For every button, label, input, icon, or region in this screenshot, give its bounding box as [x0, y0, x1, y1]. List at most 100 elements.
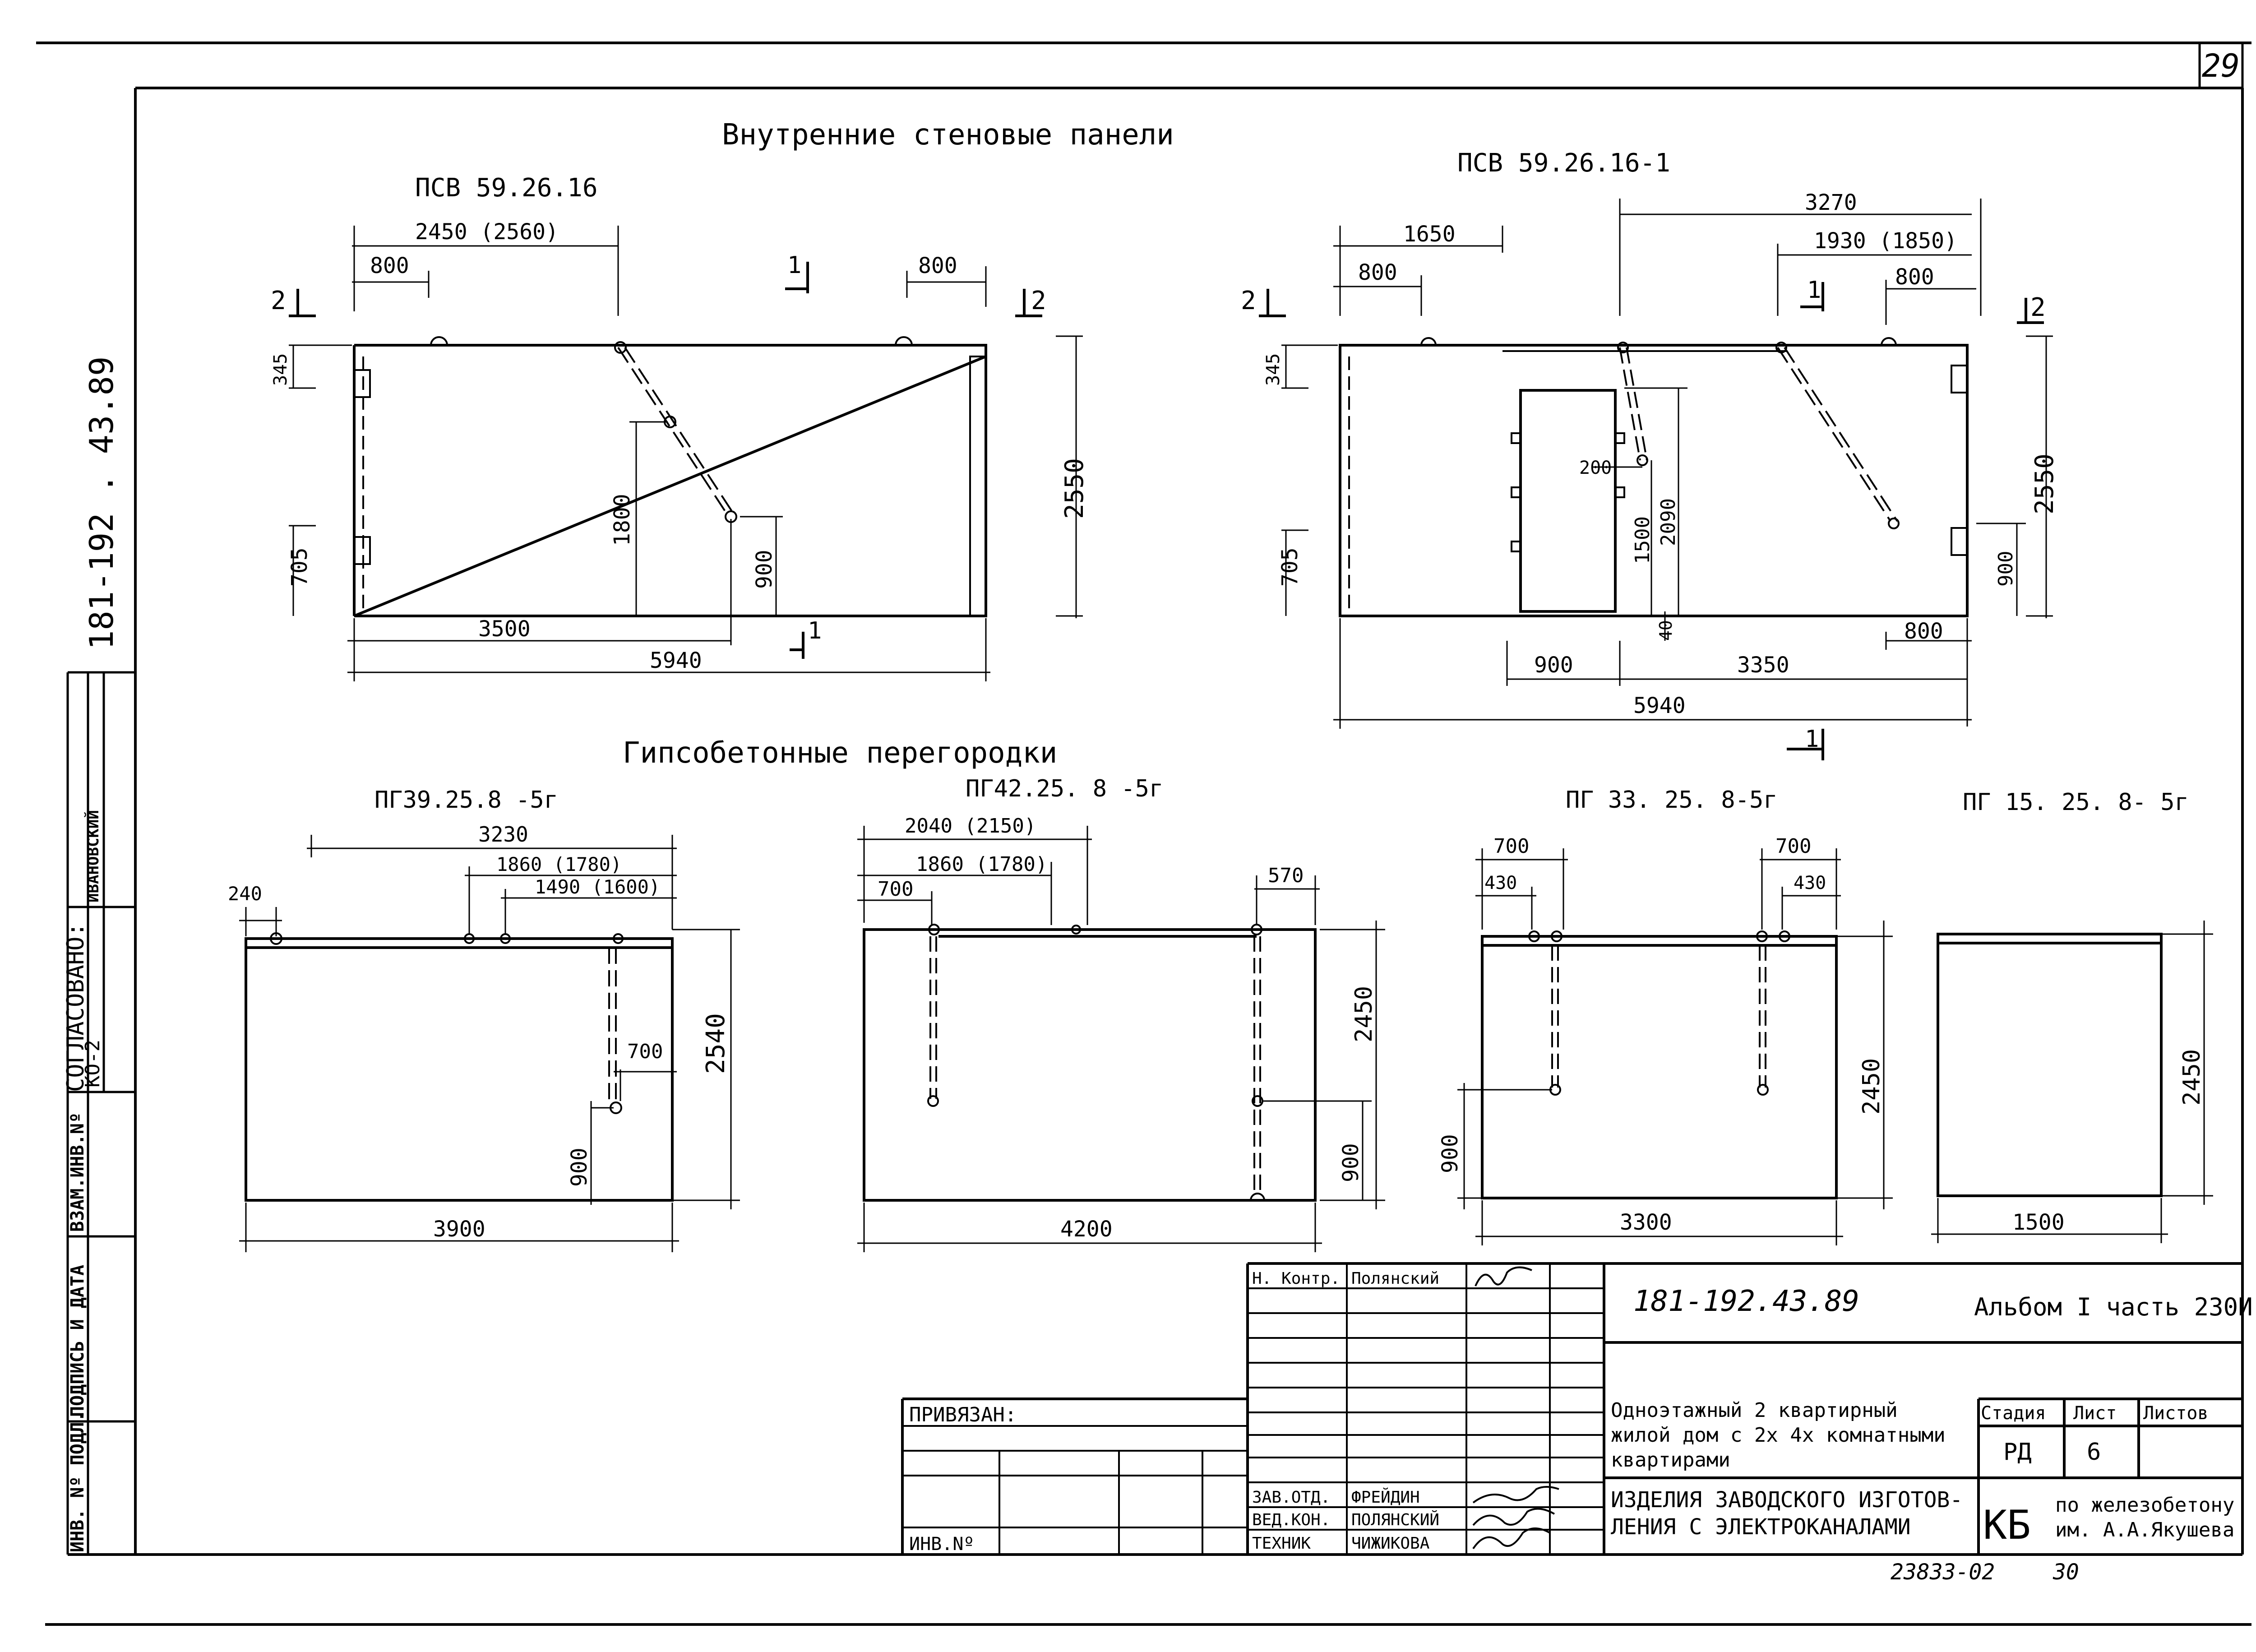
panel-psv-59-26-16-1: ПСВ 59.26.16-1 [1241, 148, 2059, 760]
sheet-frame [36, 42, 2251, 1626]
dim-800-right: 800 [1895, 264, 1934, 290]
dim-1860: 1860 (1780) [916, 853, 1047, 876]
tb-org-line2: им. А.А.Якушева [2055, 1518, 2234, 1541]
dim-3300: 3300 [1620, 1210, 1672, 1235]
dim-345: 345 [270, 353, 291, 386]
dim-2040: 2040 (2150) [905, 814, 1036, 838]
dim-240: 240 [228, 883, 262, 905]
tb-n-kontr: Н. Контр. [1252, 1269, 1340, 1288]
tb-org-line1: по железобетону [2055, 1494, 2234, 1517]
dim-3500: 3500 [478, 616, 531, 642]
panel-label: ПСВ 59.26.16-1 [1457, 148, 1670, 178]
dim-430-right: 430 [1794, 873, 1826, 893]
dim-3230: 3230 [478, 822, 528, 847]
partition-label: ПГ 33. 25. 8-5г [1566, 787, 1778, 814]
svg-text:1: 1 [808, 617, 822, 644]
section-mark-2: 2 2 [271, 286, 1046, 317]
tb-ved-kon-name: ПОЛЯНСКИЙ [1351, 1510, 1439, 1529]
svg-text:2: 2 [1031, 286, 1046, 315]
side-stamp-name: ИВАНОВСКИЙ [84, 810, 102, 902]
tb-zav-otd: ЗАВ.ОТД. [1252, 1488, 1330, 1507]
dim-430-left: 430 [1484, 873, 1517, 893]
dim-40: 40 [1656, 620, 1676, 641]
tb-object-line3: квартирами [1611, 1448, 1730, 1472]
tb-inv-no: ИНВ.Nº [909, 1534, 975, 1555]
side-stamp-inv-podl: ИНВ. Nº ПОДЛ. [67, 1411, 88, 1552]
dim-3270: 3270 [1805, 190, 1857, 215]
side-document-code: 181-192 . 43.89 [83, 356, 120, 650]
dim-3900: 3900 [433, 1217, 485, 1242]
dim-200: 200 [1579, 458, 1612, 478]
tb-object-line2: жилой дом с 2х 4х комнатными [1611, 1424, 1946, 1447]
partition-pg-33-25-8-5g: ПГ 33. 25. 8-5г [1438, 787, 1893, 1245]
dim-1800: 1800 [610, 494, 635, 546]
dim-2450: 2450 (2560) [415, 219, 559, 245]
dim-2450: 2450 [1858, 1058, 1885, 1115]
dim-2550: 2550 [1060, 458, 1089, 519]
svg-text:2: 2 [1241, 286, 1256, 315]
svg-text:2: 2 [271, 286, 286, 315]
tb-tekhnik-name: ЧИЖИКОВА [1351, 1534, 1430, 1553]
tb-n-kontr-name: Полянский [1351, 1269, 1439, 1288]
dim-705: 705 [287, 547, 312, 587]
tb-ved-kon: ВЕД.КОН. [1252, 1511, 1330, 1529]
dim-345: 345 [1263, 353, 1284, 386]
tb-list: 6 [2087, 1439, 2101, 1466]
panel-label: ПСВ 59.26.16 [415, 173, 598, 203]
dim-700-right: 700 [1775, 835, 1811, 858]
dim-570: 570 [1268, 864, 1304, 887]
tb-zav-otd-name: ФРЕЙДИН [1351, 1488, 1420, 1507]
tb-tekhnik: ТЕХНИК [1252, 1534, 1311, 1553]
tb-stadia-header: Стадия [1981, 1403, 2046, 1424]
tb-privyazan: ПРИВЯЗАН: [909, 1403, 1017, 1426]
tb-sheet-line1: ИЗДЕЛИЯ ЗАВОДСКОГО ИЗГОТОВ- [1611, 1487, 1963, 1513]
tb-object-line1: Одноэтажный 2 квартирный [1611, 1399, 1898, 1422]
dim-1500: 1500 [1631, 516, 1654, 564]
dim-900: 900 [752, 550, 777, 589]
dim-700-left: 700 [1493, 835, 1529, 858]
dim-1500: 1500 [2012, 1210, 2065, 1235]
tb-stadia: РД [2003, 1439, 2032, 1466]
dim-800-left: 800 [370, 253, 409, 278]
dim-700: 700 [627, 1040, 663, 1063]
dim-1930: 1930 (1850) [1814, 228, 1957, 254]
bottom-code: 23833-02 [1891, 1559, 1995, 1585]
side-stamp-podpis-data: ПОДПИСЬ И ДАТА [67, 1265, 88, 1417]
tb-org-abbr: КБ [1983, 1502, 2031, 1548]
side-stamp-vzam-inv: ВЗАМ.ИНВ.Nº [67, 1112, 88, 1232]
dim-900: 900 [1338, 1143, 1364, 1182]
partition-label: ПГ39.25.8 -5г [374, 787, 558, 814]
dim-700: 700 [878, 878, 913, 901]
tb-sheet-line2: ЛЕНИЯ С ЭЛЕКТРОКАНАЛАМИ [1611, 1514, 1911, 1540]
partition-label: ПГ 15. 25. 8- 5г [1963, 789, 2189, 816]
side-stamp-dept: КО-2 [81, 1040, 104, 1087]
dim-2090: 2090 [1657, 498, 1680, 546]
dim-2550: 2550 [2030, 453, 2059, 514]
side-stamp: СОГЛАСОВАНО: КО-2 ИВАНОВСКИЙ ВЗАМ.ИНВ.Nº… [62, 671, 135, 1555]
tb-doc-code: 181-192.43.89 [1633, 1285, 1859, 1318]
tb-listov-header: Листов [2143, 1403, 2209, 1424]
svg-text:1: 1 [1807, 277, 1821, 304]
dim-2450: 2450 [2178, 1049, 2205, 1106]
section-mark-1: 1 1 [785, 252, 822, 659]
dim-1860: 1860 (1780) [496, 853, 622, 875]
section-marks: 2 2 1 1 [1241, 277, 2046, 760]
tb-list-header: Лист [2073, 1403, 2117, 1424]
dim-3350: 3350 [1737, 652, 1789, 678]
dim-1650: 1650 [1403, 222, 1456, 247]
dim-705: 705 [1277, 547, 1303, 587]
dim-800-right: 800 [918, 253, 957, 278]
dim-900: 900 [1438, 1134, 1463, 1173]
sheet-number-box: 29 [2198, 42, 2244, 89]
svg-text:1: 1 [787, 252, 801, 279]
dim-2540: 2540 [701, 1013, 730, 1074]
dim-800-left: 800 [1358, 260, 1397, 285]
dim-5940: 5940 [650, 648, 702, 673]
dim-900: 900 [1534, 652, 1573, 678]
panel-psv-59-26-16: ПСВ 59.26.16 [270, 173, 1089, 681]
dim-900: 900 [567, 1148, 592, 1187]
partition-label: ПГ42.25. 8 -5г [966, 775, 1163, 802]
dim-900-right: 900 [1994, 551, 2017, 587]
section-title-partitions: Гипсобетонные перегородки [623, 736, 1057, 770]
